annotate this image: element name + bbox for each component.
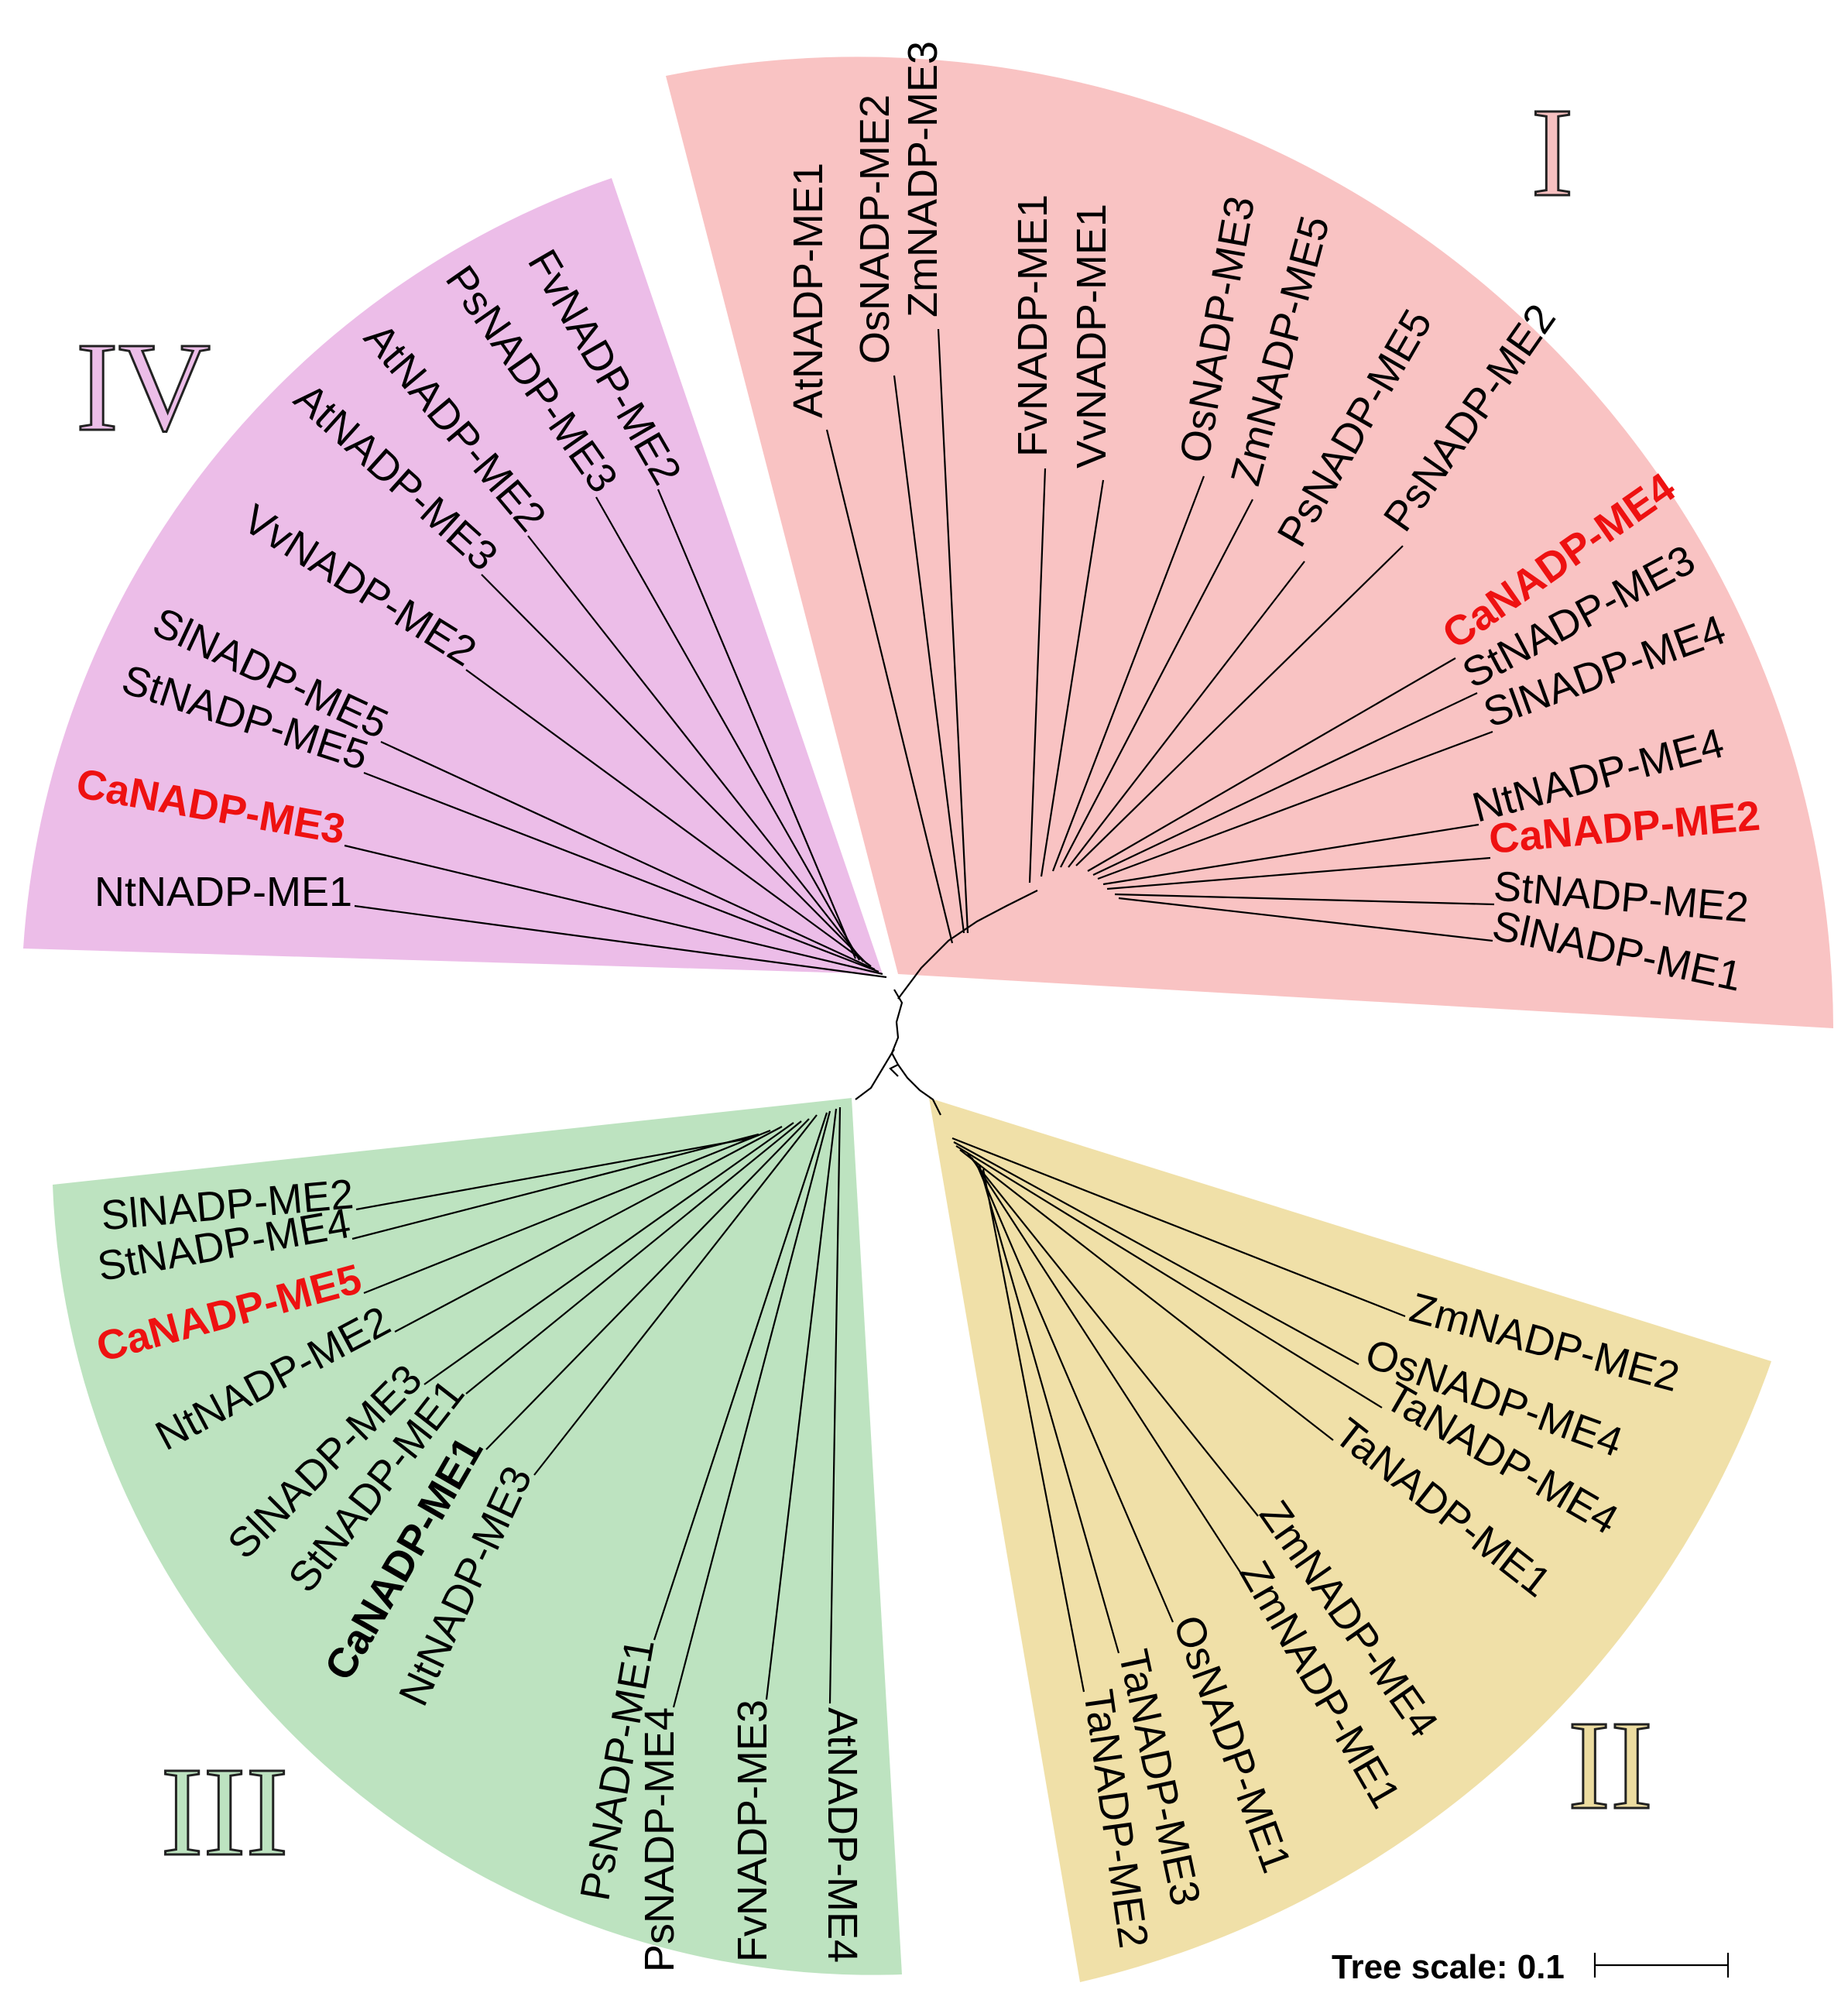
leaf-branch (937, 328, 969, 934)
leaf-branch (595, 496, 860, 961)
leaf-branch (1087, 657, 1456, 872)
leaf-label: PsNADP-ME4 (636, 1707, 683, 1972)
leaf-branch (533, 1114, 818, 1476)
leaf-branch (344, 844, 883, 976)
leaf-branch (978, 1165, 1120, 1654)
leaf-branch (893, 375, 965, 934)
leaf-branch (672, 1110, 831, 1708)
leaf-label: NtNADP-ME1 (94, 869, 352, 915)
leaf-label: OsNADP-ME2 (852, 94, 898, 364)
leaf-branch (657, 489, 857, 959)
backbone-branch (889, 989, 903, 1077)
leaf-branch (955, 1145, 1383, 1408)
leaf-branch (1106, 856, 1491, 890)
clade-III-sector (53, 1098, 902, 1975)
clade-label-II: II (1568, 1694, 1653, 1836)
clade-label-IV: IV (76, 316, 211, 458)
leaf-branch (1068, 561, 1305, 868)
leaf-branch (1114, 893, 1495, 906)
leaf-label: FvNADP-ME3 (729, 1700, 776, 1962)
clade-label-I: I (1531, 81, 1574, 223)
leaf-branch (959, 1149, 1334, 1441)
leaf-branch (1060, 499, 1253, 868)
clade-II-sector (929, 1098, 1771, 1982)
leaf-branch (1051, 475, 1205, 872)
leaf-branch (825, 429, 954, 944)
leaf-branch (354, 904, 887, 979)
leaf-branch (982, 1168, 1085, 1693)
leaf-label: ZmNADP-ME3 (900, 41, 946, 317)
leaf-branch (355, 1137, 752, 1211)
clade-label-III: III (161, 1741, 289, 1882)
leaf-label: FvNADP-ME1 (1010, 194, 1056, 457)
leaf-branch (1040, 479, 1105, 877)
leaf-branch (527, 535, 864, 962)
leaf-label: AtNADP-ME1 (785, 163, 831, 418)
leaf-branch (765, 1108, 838, 1700)
leaf-label: VvNADP-ME1 (1068, 204, 1115, 468)
clade-IV-sector (23, 178, 883, 974)
leaf-branch (967, 1153, 1259, 1517)
backbone-branch (897, 890, 1038, 1000)
leaf-branch (1102, 823, 1479, 886)
tree-scale: Tree scale: 0.1 (1332, 1948, 1730, 1986)
tree-scale-label: Tree scale: 0.1 (1332, 1948, 1565, 1986)
leaf-branch (653, 1112, 828, 1641)
leaf-branch (423, 1122, 794, 1385)
leaf-branch (1097, 730, 1493, 880)
leaf-branch (828, 1106, 842, 1704)
leaf-branch (465, 669, 872, 967)
leaf-branch (465, 1120, 802, 1395)
leaf-branches (344, 328, 1495, 1708)
leaf-branch (394, 1126, 783, 1333)
clade-sectors (23, 57, 1833, 1982)
backbone-branch (855, 1048, 895, 1100)
leaf-branch (971, 1157, 1242, 1574)
leaf-branch (951, 1137, 1406, 1318)
leaf-branch (380, 741, 876, 970)
tree-backbone (855, 890, 1038, 1116)
backbone-branch (897, 1064, 941, 1116)
leaf-branch (1118, 897, 1493, 942)
leaf-branch (363, 1129, 771, 1295)
clade-I-sector (666, 57, 1833, 1028)
leaf-branch (485, 1118, 810, 1450)
leaf-branch (1075, 545, 1404, 866)
leaf-branch (974, 1161, 1174, 1623)
leaf-branch (351, 1133, 759, 1240)
leaf-branch (1028, 468, 1047, 883)
leaf-branch (363, 771, 879, 973)
leaf-branch (1092, 692, 1478, 876)
leaf-branch (481, 574, 868, 965)
leaf-label: AtNADP-ME4 (819, 1707, 866, 1963)
leaf-branch (953, 1141, 1359, 1365)
